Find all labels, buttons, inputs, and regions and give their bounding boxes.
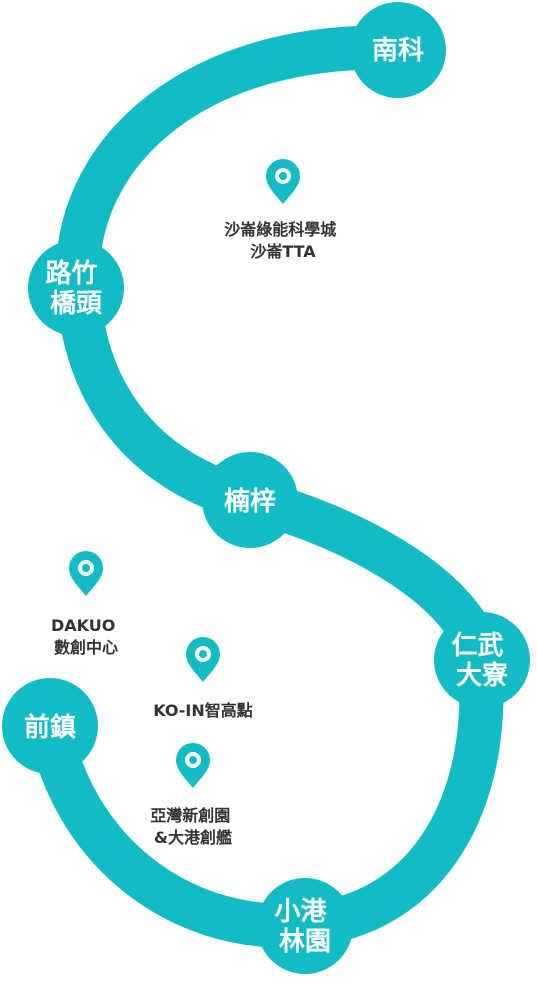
poi-shalun-label: 沙崙綠能科學城 沙崙TTA [224,220,342,261]
station-marker [350,2,446,98]
station-luzhu-qiaotou[interactable]: 路竹 橋頭 [28,240,124,336]
route-line [28,25,504,948]
station-xiaogang-linyuan-label: 小港 林園 [274,897,335,957]
poi-dakuo-label: DAKUO 數創中心 [51,616,121,657]
station-marker [257,878,353,974]
station-nanzi[interactable]: 楠梓 [202,452,298,548]
location-pin-icon [176,743,210,788]
poi-dakuo[interactable]: DAKUO 數創中心 [51,551,121,657]
station-nanke[interactable]: 南科 [350,2,446,98]
station-qianzhen-label: 前鎮 [24,712,76,743]
poi-asia-new-bay[interactable]: 亞灣新創園 &大港創艦 [150,743,236,847]
station-nanzi-label: 楠梓 [224,486,276,517]
poi-shalun[interactable]: 沙崙綠能科學城 沙崙TTA [224,159,342,261]
station-marker [2,678,98,774]
station-xiaogang-linyuan[interactable]: 小港 林園 [257,878,353,974]
location-pin-icon [186,637,220,682]
station-renwu-daliao-label: 仁武 大寮 [451,631,512,691]
poi-asia-new-bay-label: 亞灣新創園 &大港創艦 [150,806,236,847]
poi-koin[interactable]: KO-IN智高點 [153,637,253,720]
location-pin-icon [69,551,103,596]
station-renwu-daliao[interactable]: 仁武 大寮 [434,612,530,708]
station-luzhu-qiaotou-label: 路竹 橋頭 [45,258,106,319]
station-qianzhen[interactable]: 前鎮 [2,678,98,774]
location-pin-icon [266,159,300,204]
station-marker [434,612,530,708]
station-marker [202,452,298,548]
poi-koin-label: KO-IN智高點 [153,701,253,720]
station-marker [28,240,124,336]
station-nanke-label: 南科 [372,36,424,66]
